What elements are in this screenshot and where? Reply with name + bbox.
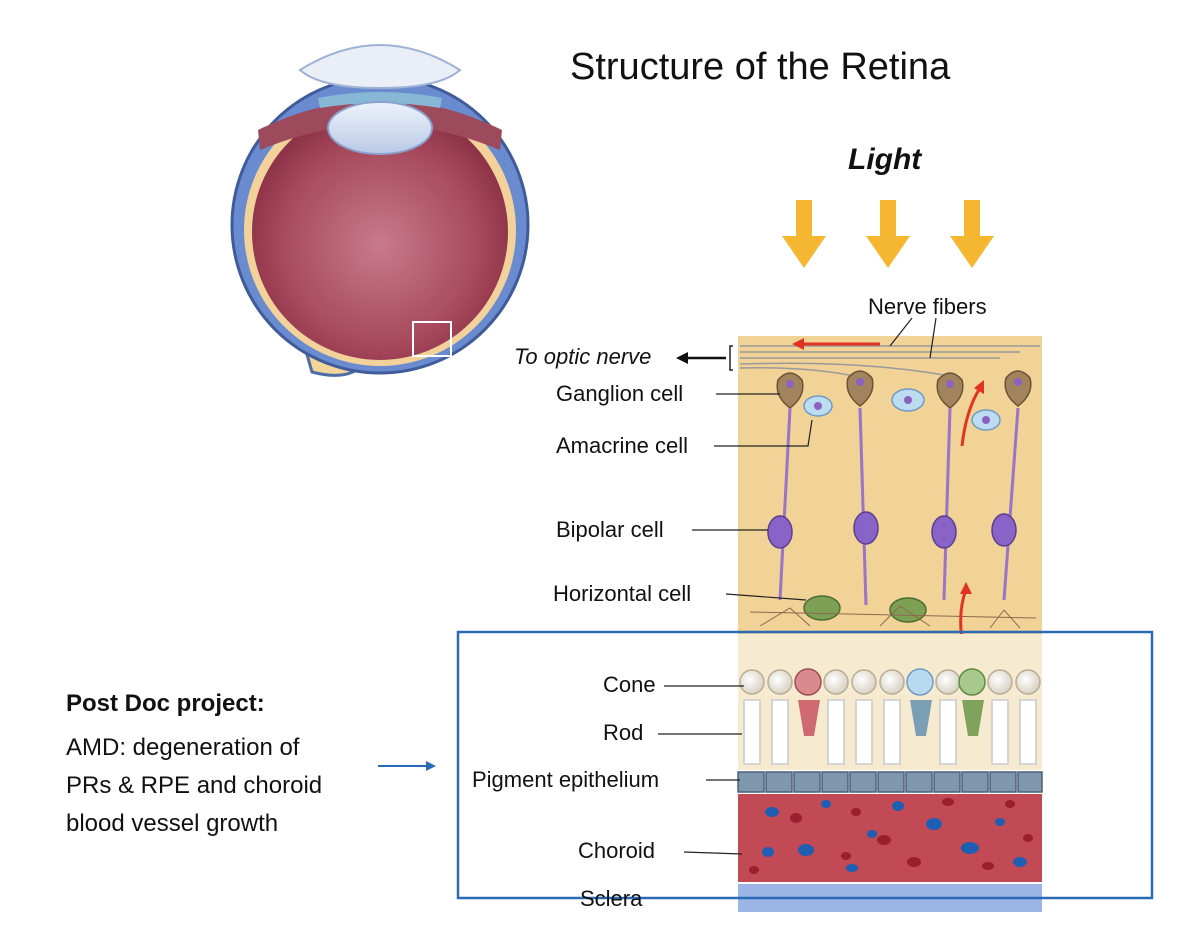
label-sclera: Sclera bbox=[580, 886, 643, 911]
label-to-optic-nerve: To optic nerve bbox=[514, 344, 652, 369]
post-doc-line-1: AMD: degeneration of bbox=[66, 734, 300, 761]
light-label: Light bbox=[848, 143, 922, 176]
leader-lines bbox=[658, 317, 937, 855]
label-choroid: Choroid bbox=[578, 838, 656, 863]
label-nerve-fibers: Nerve fibers bbox=[868, 294, 987, 319]
post-doc-line-2: PRs & RPE and choroid bbox=[66, 772, 323, 799]
label-cone: Cone bbox=[603, 672, 656, 697]
label-amacrine-cell: Amacrine cell bbox=[556, 433, 689, 458]
post-doc-heading: Post Doc project: bbox=[66, 690, 265, 717]
highlight-box bbox=[456, 630, 1154, 900]
label-rod: Rod bbox=[603, 720, 644, 745]
eyeball-illustration bbox=[230, 44, 530, 377]
retina-column bbox=[737, 336, 1043, 912]
choroid-vessels bbox=[749, 798, 1033, 874]
label-bipolar-cell: Bipolar cell bbox=[556, 517, 664, 542]
light-arrows bbox=[782, 200, 994, 268]
label-ganglion-cell: Ganglion cell bbox=[556, 381, 684, 406]
post-doc-line-3: blood vessel growth bbox=[66, 810, 279, 837]
label-horizontal-cell: Horizontal cell bbox=[553, 581, 692, 606]
photoreceptor-row bbox=[739, 668, 1041, 765]
page-title: Structure of the Retina bbox=[570, 46, 951, 88]
label-pigment-epithelium: Pigment epithelium bbox=[472, 767, 660, 792]
pigment-epithelium-row bbox=[737, 771, 1043, 793]
